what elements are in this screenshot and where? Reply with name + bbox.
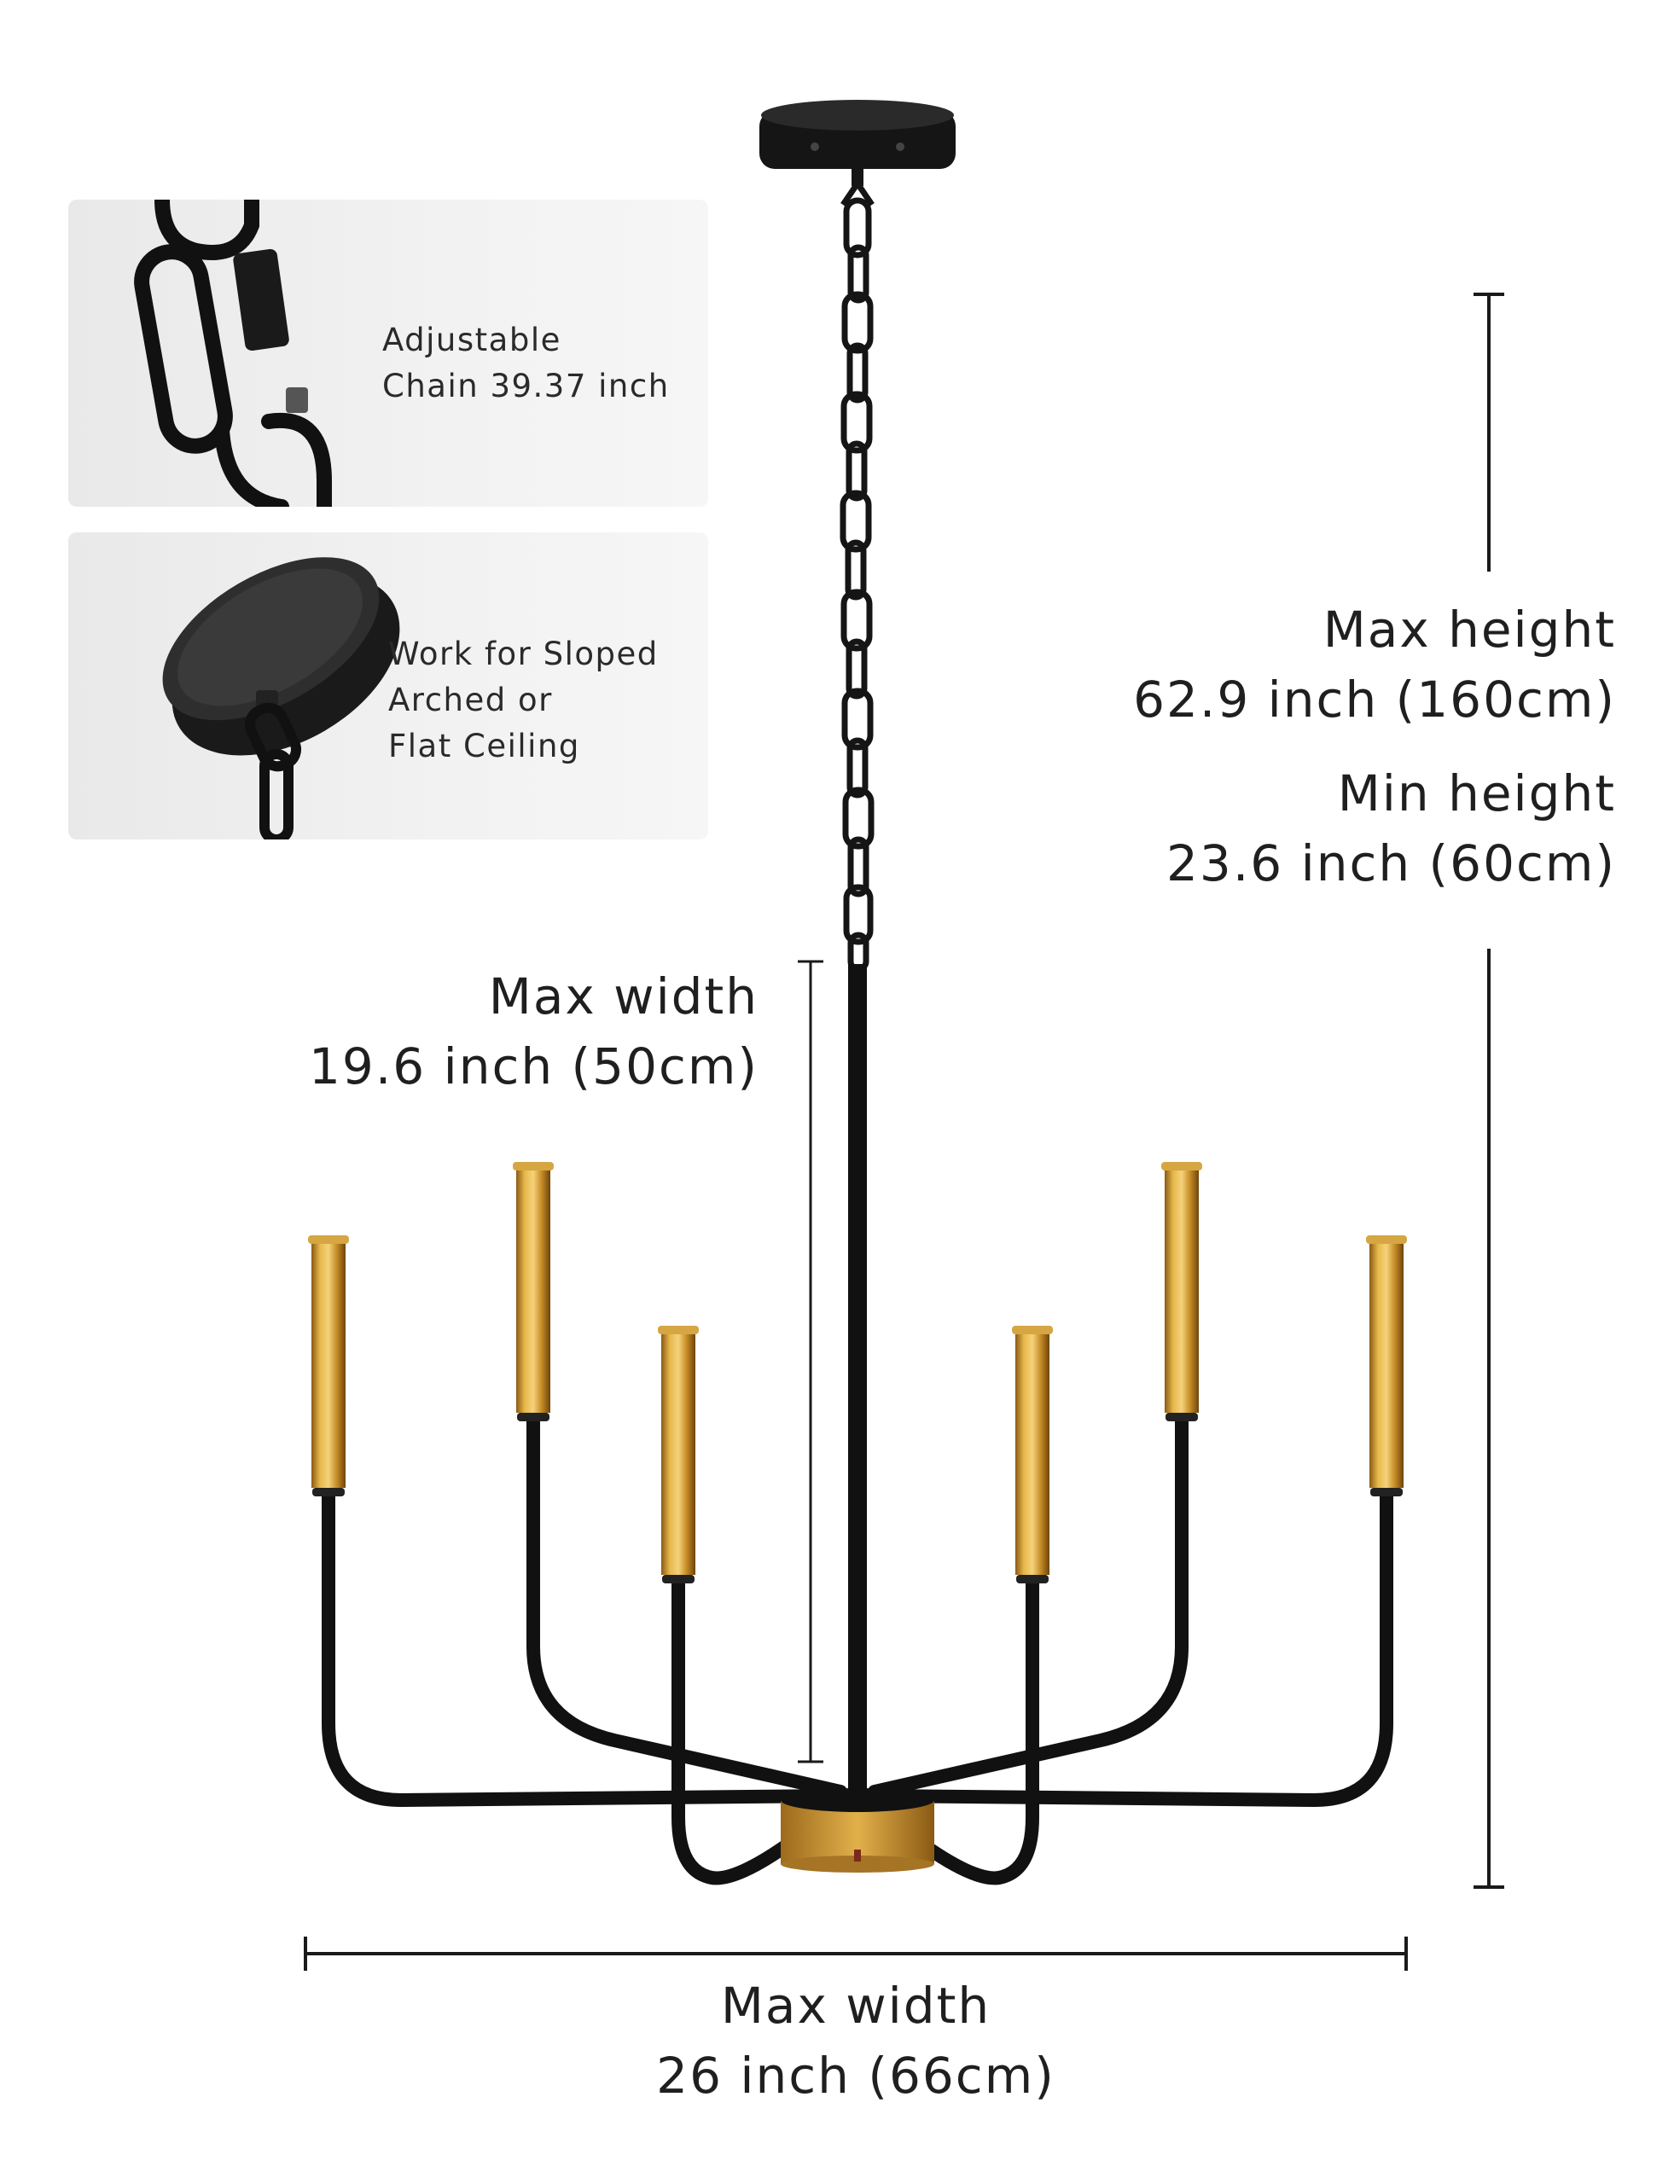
brass-hub [781, 1788, 934, 1873]
inner-width-labels: Max width 19.6 inch (50cm) [309, 961, 759, 1101]
card-ceiling-line-1: Work for Sloped [388, 636, 659, 672]
inner-width-value: 19.6 inch (50cm) [309, 1037, 759, 1095]
hanging-chain [840, 182, 875, 973]
min-height-label: Min height [1337, 764, 1616, 822]
bottom-width-labels: Max width 26 inch (66cm) [600, 1971, 1112, 2111]
ceiling-detail-card: Work for Sloped Arched or Flat Ceiling [68, 532, 708, 839]
chain-link-icon [134, 200, 332, 507]
center-rod [848, 964, 867, 1804]
bottom-width-value: 26 inch (66cm) [656, 2047, 1055, 2105]
height-dimension-labels: Max height 62.9 inch (160cm) Min height … [1133, 595, 1616, 898]
canopy-icon [162, 557, 400, 839]
min-height-value: 23.6 inch (60cm) [1166, 834, 1616, 892]
card-chain-line-1: Adjustable [382, 322, 561, 358]
brass-candle-sleeves [308, 1162, 1407, 1583]
inner-width-label: Max width [488, 967, 759, 1025]
max-height-label: Max height [1322, 601, 1616, 659]
chandelier-arms [322, 1409, 1393, 1885]
dimension-lines [304, 293, 1504, 1971]
card-chain-line-2: Chain 39.37 inch [382, 368, 670, 404]
chain-detail-card: Adjustable Chain 39.37 inch [68, 200, 708, 507]
card-ceiling-line-2: Arched or [388, 682, 553, 718]
card-ceiling-line-3: Flat Ceiling [388, 728, 580, 764]
bottom-width-label: Max width [720, 1977, 991, 2035]
max-height-value: 62.9 inch (160cm) [1133, 671, 1616, 729]
ceiling-canopy [759, 100, 956, 186]
